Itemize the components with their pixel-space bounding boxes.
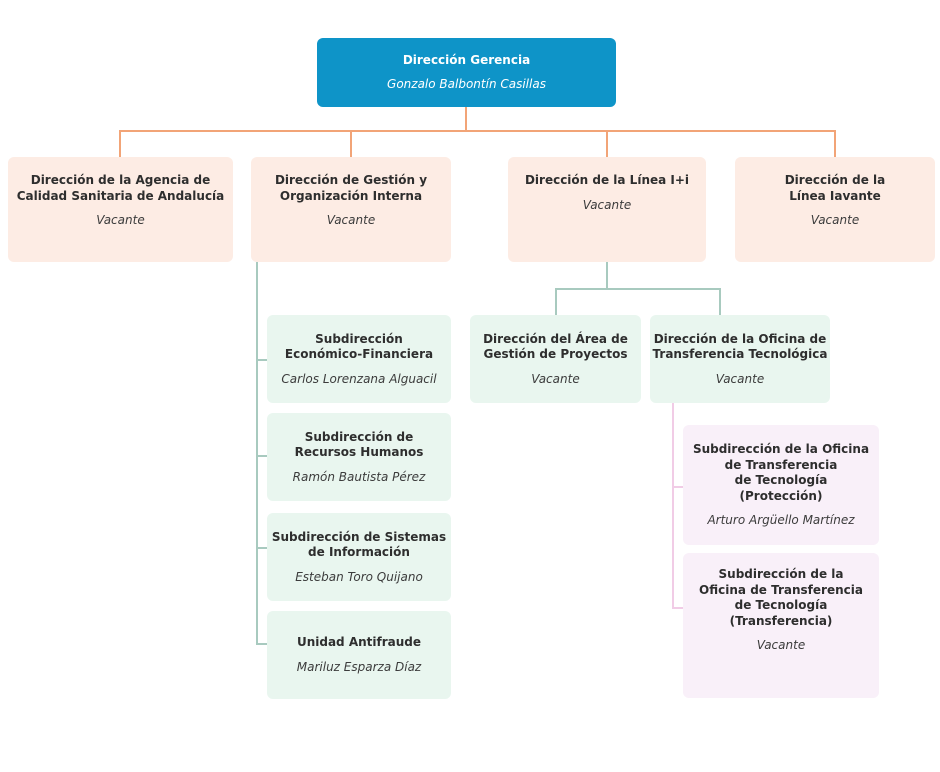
node-title: Subdirección de la Oficina de Transferen… [699, 567, 863, 628]
node-title: Subdirección Económico-Financiera [284, 331, 434, 362]
connector-root-trunk [465, 107, 467, 131]
connector-stub-rrhh [258, 455, 268, 457]
org-node-ott-proteccion[interactable]: Subdirección de la Oficina de Transferen… [683, 425, 879, 545]
node-person: Vacante [715, 371, 765, 386]
node-title: Dirección Gerencia [402, 52, 531, 67]
org-node-unidad-antifraude[interactable]: Unidad Antifraude Mariluz Esparza Díaz [267, 611, 451, 699]
connector-drop-iavante [834, 131, 836, 157]
connector-drop-agencia [119, 131, 121, 157]
node-title: Dirección de la Línea Iavante [784, 173, 886, 203]
node-person: Arturo Argüello Martínez [707, 513, 855, 527]
node-person: Carlos Lorenzana Alguacil [281, 371, 437, 386]
node-title: Dirección de la Línea I+i [524, 173, 690, 187]
connector-drop-proyectos [555, 290, 557, 315]
org-node-linea-iavante[interactable]: Dirección de la Línea Iavante Vacante [735, 157, 935, 262]
connector-linea-ii-trunk [606, 262, 608, 290]
node-title: Dirección de la Agencia de Calidad Sanit… [16, 173, 225, 203]
node-person: Mariluz Esparza Díaz [296, 659, 422, 674]
org-node-oficina-transferencia[interactable]: Dirección de la Oficina de Transferencia… [650, 315, 830, 403]
connector-stub-proteccion [674, 486, 684, 488]
node-title: Dirección de Gestión y Organización Inte… [274, 173, 428, 203]
org-node-linea-ii[interactable]: Dirección de la Línea I+i Vacante [508, 157, 706, 262]
node-title: Dirección del Área de Gestión de Proyect… [483, 331, 628, 362]
connector-stub-sistemas [258, 547, 268, 549]
connector-drop-oficina-tt [719, 290, 721, 315]
node-person: Vacante [326, 213, 376, 227]
connector-stub-antifraude [258, 643, 268, 645]
org-node-recursos-humanos[interactable]: Subdirección de Recursos Humanos Ramón B… [267, 413, 451, 501]
node-person: Vacante [810, 213, 860, 227]
node-person: Vacante [756, 638, 806, 652]
connector-stub-economico [258, 359, 268, 361]
org-node-agencia-calidad[interactable]: Dirección de la Agencia de Calidad Sanit… [8, 157, 233, 262]
connector-gestion-trunk [256, 262, 258, 645]
org-node-ott-transferencia[interactable]: Subdirección de la Oficina de Transferen… [683, 553, 879, 698]
node-title: Subdirección de la Oficina de Transferen… [692, 442, 870, 503]
node-person: Ramón Bautista Pérez [292, 469, 426, 484]
node-title: Subdirección de Sistemas de Información [271, 529, 447, 560]
node-person: Gonzalo Balbontín Casillas [387, 77, 546, 92]
node-title: Unidad Antifraude [296, 635, 422, 650]
node-person: Vacante [531, 371, 580, 386]
node-person: Vacante [582, 197, 632, 212]
connector-stub-transferencia [674, 607, 684, 609]
connector-level2-bus [119, 130, 836, 132]
node-person: Vacante [96, 213, 145, 227]
connector-drop-gestion [350, 131, 352, 157]
connector-oficina-tt-trunk [672, 403, 674, 609]
org-node-economico-financiera[interactable]: Subdirección Económico-Financiera Carlos… [267, 315, 451, 403]
node-person: Esteban Toro Quijano [295, 569, 423, 584]
org-node-direccion-gerencia[interactable]: Dirección Gerencia Gonzalo Balbontín Cas… [317, 38, 616, 107]
org-node-gestion-proyectos[interactable]: Dirección del Área de Gestión de Proyect… [470, 315, 641, 403]
org-node-sistemas-informacion[interactable]: Subdirección de Sistemas de Información … [267, 513, 451, 601]
node-title: Subdirección de Recursos Humanos [294, 429, 424, 460]
connector-drop-linea-ii [606, 131, 608, 157]
org-node-gestion-organizacion[interactable]: Dirección de Gestión y Organización Inte… [251, 157, 451, 262]
node-title: Dirección de la Oficina de Transferencia… [652, 331, 828, 362]
connector-linea-ii-bus [555, 288, 721, 290]
